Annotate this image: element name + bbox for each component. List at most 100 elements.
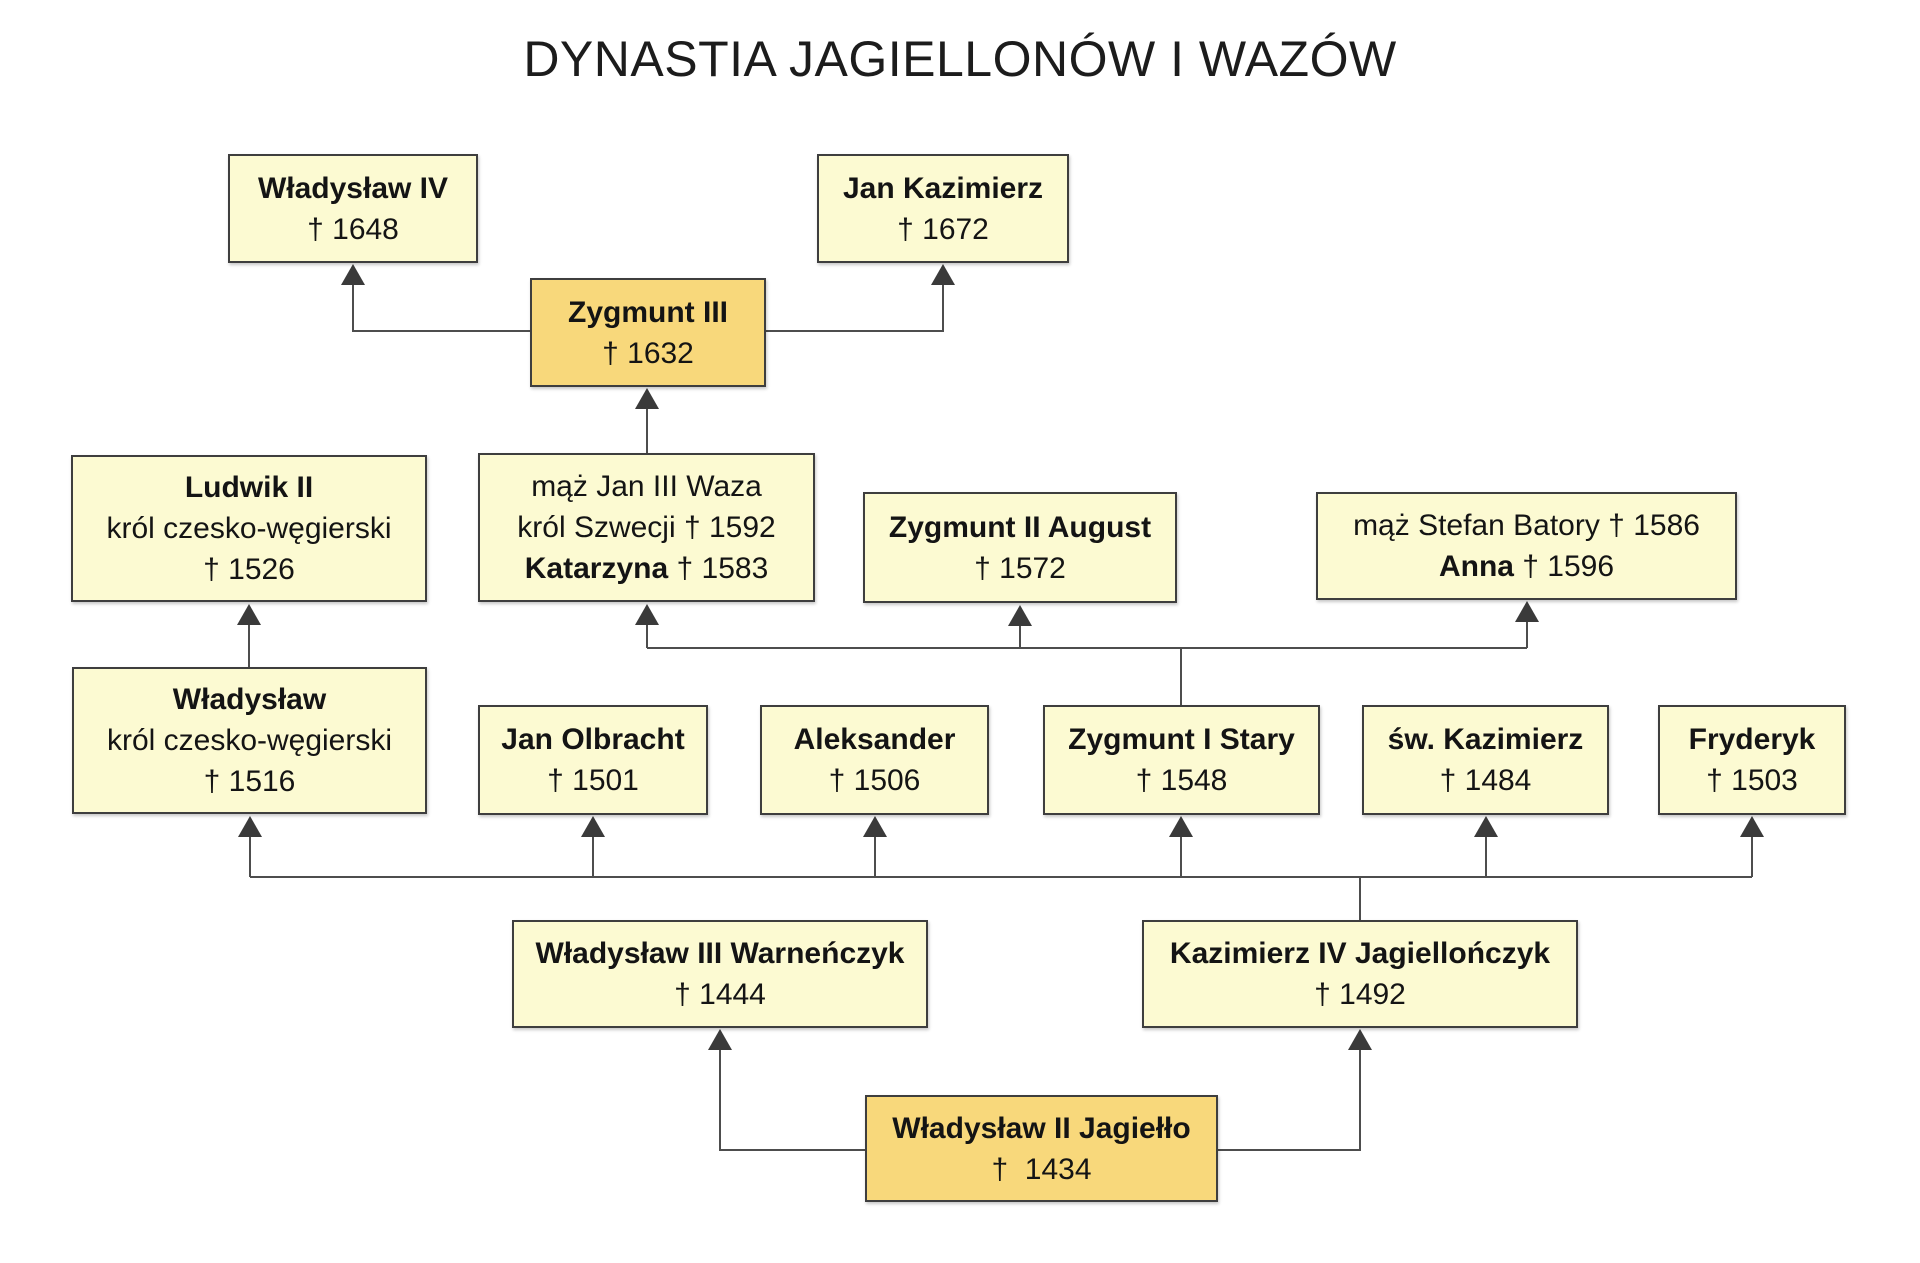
person-detail-text: † 1648 — [307, 212, 399, 246]
person-box-line: król Szwecji † 1592 — [517, 507, 775, 548]
person-box-wladyslaw-iii-warnenczyk: Władysław III Warneńczyk† 1444 — [512, 920, 928, 1028]
person-box-line: † 1444 — [674, 974, 766, 1015]
person-box-line: † 1572 — [974, 548, 1066, 589]
arrowhead-up-icon — [635, 388, 659, 409]
person-box-line: † 1434 — [991, 1149, 1091, 1190]
arrowhead-up-icon — [1515, 601, 1539, 622]
person-box-line: Zygmunt II August — [889, 507, 1151, 548]
person-box-line: Jan Kazimierz — [843, 168, 1043, 209]
person-box-jan-olbracht: Jan Olbracht † 1501 — [478, 705, 708, 815]
person-box-line: mąż Jan III Waza — [531, 466, 762, 507]
person-detail-text: † 1503 — [1706, 764, 1798, 797]
person-box-zygmunt-ii-august: Zygmunt II August † 1572 — [863, 492, 1177, 603]
person-box-line: Anna † 1596 — [1439, 546, 1614, 587]
person-name-text: Zygmunt I Stary — [1068, 723, 1295, 756]
person-box-wladyslaw-czesko-wegierski: Władysław król czesko-węgierski † 1516 — [72, 667, 427, 814]
person-box-line: † 1526 — [203, 549, 295, 590]
person-box-zygmunt-i-stary: Zygmunt I Stary † 1548 — [1043, 705, 1320, 815]
person-name-text: Kazimierz IV Jagiellończyk — [1169, 937, 1551, 970]
person-box-line: Katarzyna † 1583 — [525, 548, 769, 589]
person-box-line: † 1492 — [1314, 974, 1406, 1015]
person-name-text: Władysław — [172, 683, 327, 716]
person-box-line: król czesko-węgierski — [107, 720, 392, 761]
person-box-line: król czesko-węgierski — [106, 508, 391, 549]
person-name-text: św. Kazimierz — [1387, 723, 1584, 756]
person-box-line: Fryderyk — [1689, 719, 1816, 760]
person-detail-text: mąż Stefan Batory † 1586 — [1353, 509, 1700, 542]
person-detail-text: król czesko-węgierski — [106, 512, 392, 545]
person-box-wladyslaw-iv: Władysław IV † 1648 — [228, 154, 478, 263]
person-name-text: Władysław IV — [257, 171, 449, 205]
connector-line — [766, 283, 944, 332]
person-box-line: † 1503 — [1706, 760, 1798, 801]
person-box-line: † 1501 — [547, 760, 639, 801]
arrowhead-up-icon — [863, 816, 887, 837]
person-name-text: Anna — [1438, 550, 1514, 583]
person-detail-text: † 1516 — [203, 765, 296, 798]
person-box-line: Ludwik II — [185, 467, 313, 508]
person-box-line: mąż Stefan Batory † 1586 — [1353, 505, 1700, 546]
person-box-line: † 1632 — [602, 333, 694, 374]
person-box-line: Władysław IV — [258, 168, 448, 209]
person-detail-text: † 1672 — [897, 212, 989, 246]
person-box-wladyslaw-ii-jagiello: Władysław II Jagiełło † 1434 — [865, 1095, 1218, 1202]
person-name-text: Zygmunt II August — [888, 510, 1152, 544]
person-detail-text: † 1434 — [991, 1152, 1092, 1186]
person-box-line: † 1506 — [829, 760, 921, 801]
person-name-text: Fryderyk — [1688, 723, 1816, 756]
person-detail-text: † 1501 — [547, 764, 639, 797]
person-name-text: Ludwik II — [184, 471, 314, 504]
person-name-text: Zygmunt III — [568, 295, 728, 329]
person-box-line: Jan Olbracht — [501, 719, 684, 760]
arrowhead-up-icon — [708, 1029, 732, 1050]
arrowhead-up-icon — [931, 264, 955, 285]
person-box-line: † 1548 — [1136, 760, 1228, 801]
person-name-text: Jan Kazimierz — [842, 171, 1044, 205]
arrowhead-up-icon — [1740, 816, 1764, 837]
person-name-text: Władysław II Jagiełło — [892, 1111, 1191, 1145]
arrowhead-up-icon — [635, 604, 659, 625]
person-box-ludwik-ii: Ludwik II król czesko-węgierski † 1526 — [71, 455, 427, 602]
connector-line — [1218, 1047, 1361, 1151]
person-detail-text: † 1444 — [674, 978, 766, 1011]
arrowhead-up-icon — [341, 264, 365, 285]
arrowhead-up-icon — [1348, 1029, 1372, 1050]
arrowhead-up-icon — [1008, 605, 1032, 626]
person-box-line: † 1516 — [204, 761, 296, 802]
person-box-line: Zygmunt III — [568, 292, 728, 333]
person-name-text: Katarzyna — [524, 552, 669, 585]
person-box-line: św. Kazimierz — [1388, 719, 1584, 760]
person-detail-text: król czesko-węgierski — [106, 724, 393, 757]
person-box-line: † 1672 — [897, 209, 989, 250]
person-detail-text: król Szwecji † 1592 — [517, 511, 776, 544]
person-box-fryderyk: Fryderyk † 1503 — [1658, 705, 1846, 815]
person-box-line: Zygmunt I Stary — [1068, 719, 1295, 760]
arrowhead-up-icon — [1474, 816, 1498, 837]
person-box-jan-kazimierz: Jan Kazimierz † 1672 — [817, 154, 1069, 263]
arrowhead-up-icon — [238, 816, 262, 837]
person-detail-text: † 1484 — [1439, 764, 1532, 797]
person-box-line: Aleksander — [794, 719, 956, 760]
person-box-sw-kazimierz: św. Kazimierz † 1484 — [1362, 705, 1609, 815]
arrowhead-up-icon — [237, 604, 261, 625]
person-box-line: † 1484 — [1440, 760, 1532, 801]
person-name-text: Aleksander — [793, 723, 956, 756]
diagram-title: DYNASTIA JAGIELLONÓW I WAZÓW — [523, 31, 1397, 87]
connector-line — [719, 1047, 865, 1151]
person-detail-text: † 1572 — [974, 551, 1066, 585]
person-detail-text: † 1596 — [1513, 550, 1615, 583]
arrowhead-up-icon — [581, 816, 605, 837]
person-detail-text: † 1506 — [828, 764, 921, 797]
person-detail-text: † 1492 — [1314, 978, 1406, 1011]
person-box-line: Władysław II Jagiełło — [892, 1108, 1190, 1149]
person-detail-text: † 1583 — [668, 552, 769, 585]
connector-line — [352, 283, 530, 332]
person-detail-text: † 1526 — [203, 553, 295, 586]
person-box-line: Władysław — [173, 679, 326, 720]
person-detail-text: † 1548 — [1135, 764, 1228, 797]
person-name-text: Jan Olbracht — [501, 723, 685, 756]
person-box-zygmunt-iii: Zygmunt III † 1632 — [530, 278, 766, 387]
person-box-line: Kazimierz IV Jagiellończyk — [1170, 933, 1550, 974]
